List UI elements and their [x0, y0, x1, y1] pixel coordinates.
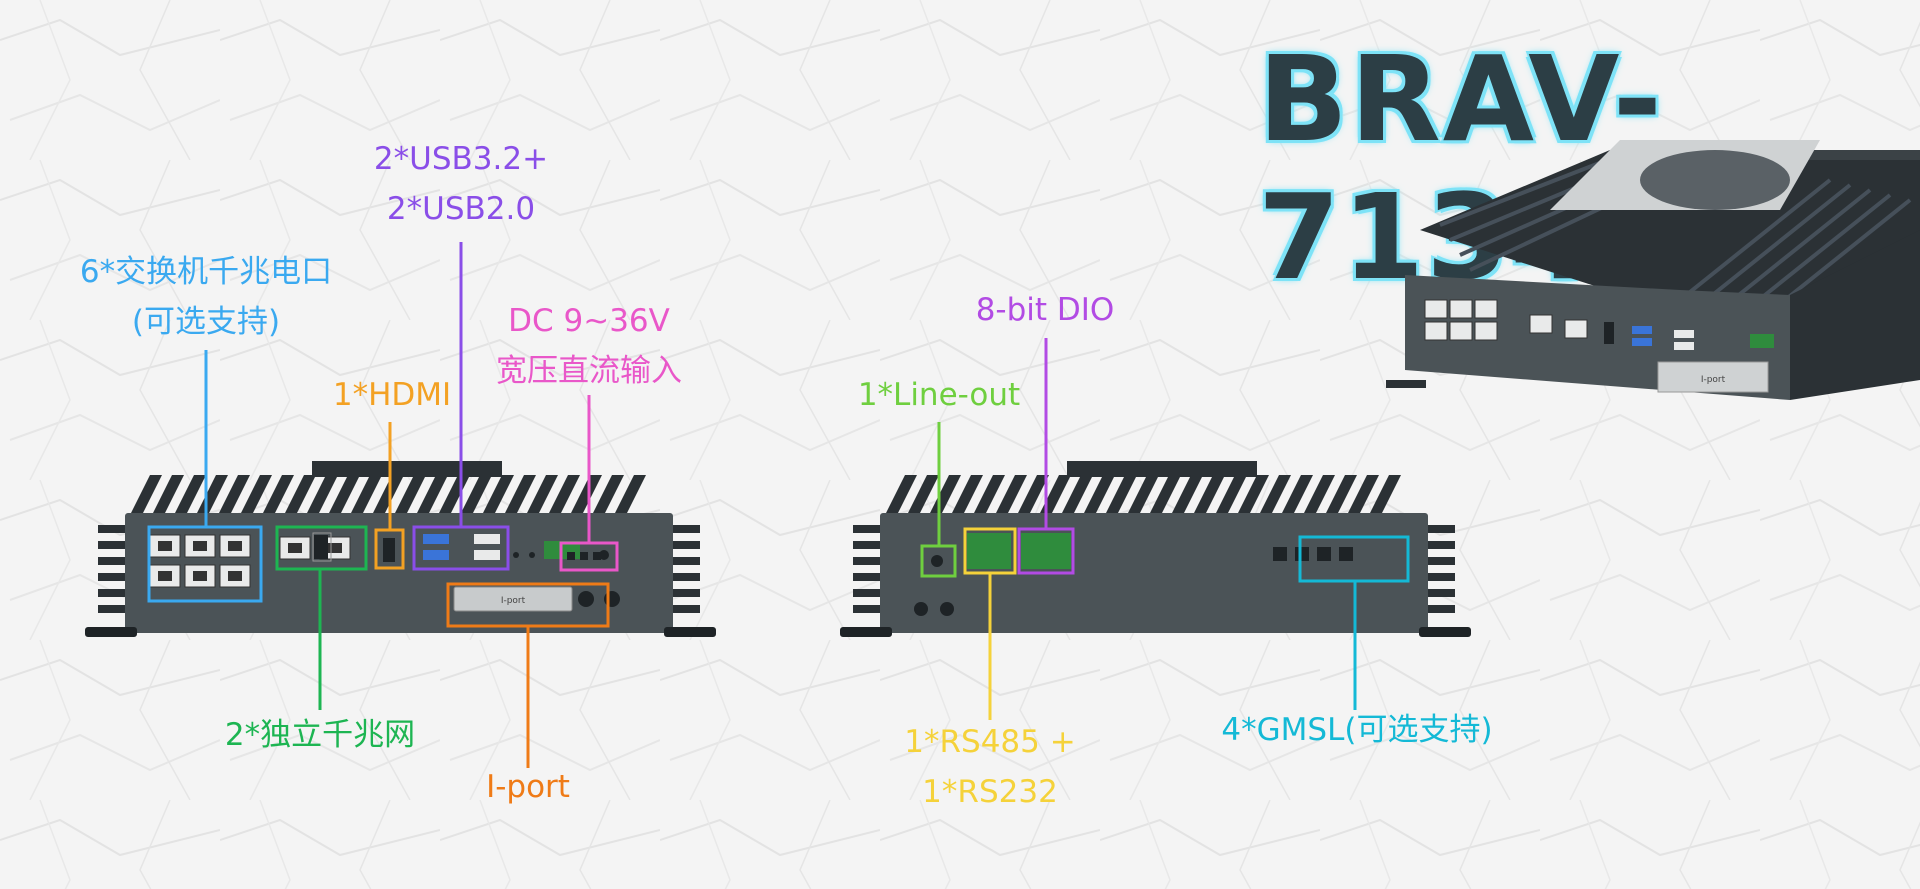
serial-label-line1: 1*RS485 + — [904, 724, 1076, 760]
dc-label-line1: DC 9~36V — [508, 303, 670, 339]
serial-label-line2: 1*RS232 — [922, 774, 1058, 810]
usb-label-line2: 2*USB2.0 — [386, 191, 536, 227]
gbe-label-line1: 2*独立千兆网 — [224, 717, 416, 753]
gmsl-label-line1: 4*GMSL(可选支持) — [1221, 712, 1493, 748]
lan-switch-label-line2: (可选支持) — [131, 304, 281, 340]
dc-label: DC 9~36V 宽压直流输入 — [496, 296, 682, 396]
hdmi-label-line1: 1*HDMI — [332, 377, 452, 413]
iport-label: I-port — [486, 762, 570, 812]
dio-label: 8-bit DIO — [976, 285, 1115, 335]
hdmi-label: 1*HDMI — [333, 370, 451, 420]
usb-label: 2*USB3.2+ 2*USB2.0 — [374, 134, 548, 234]
rear-panel-device — [840, 461, 1471, 637]
line-out-label-line1: 1*Line-out — [857, 377, 1021, 413]
lan-switch-label: 6*交换机千兆电口 (可选支持) — [80, 247, 332, 347]
usb-label-line1: 2*USB3.2+ — [373, 141, 549, 177]
gmsl-label: 4*GMSL(可选支持) — [1221, 705, 1492, 755]
iso-iport-plate-label: I-port — [1701, 375, 1726, 385]
line-out-label: 1*Line-out — [858, 370, 1020, 420]
lan-switch-label-line1: 6*交换机千兆电口 — [79, 254, 333, 290]
dio-label-line1: 8-bit DIO — [975, 292, 1115, 328]
gbe-label: 2*独立千兆网 — [225, 710, 415, 760]
isometric-device: I-port — [1386, 140, 1920, 400]
dc-label-line2: 宽压直流输入 — [496, 353, 682, 389]
iport-label-line1: I-port — [486, 769, 570, 805]
serial-label: 1*RS485 + 1*RS232 — [904, 717, 1075, 817]
